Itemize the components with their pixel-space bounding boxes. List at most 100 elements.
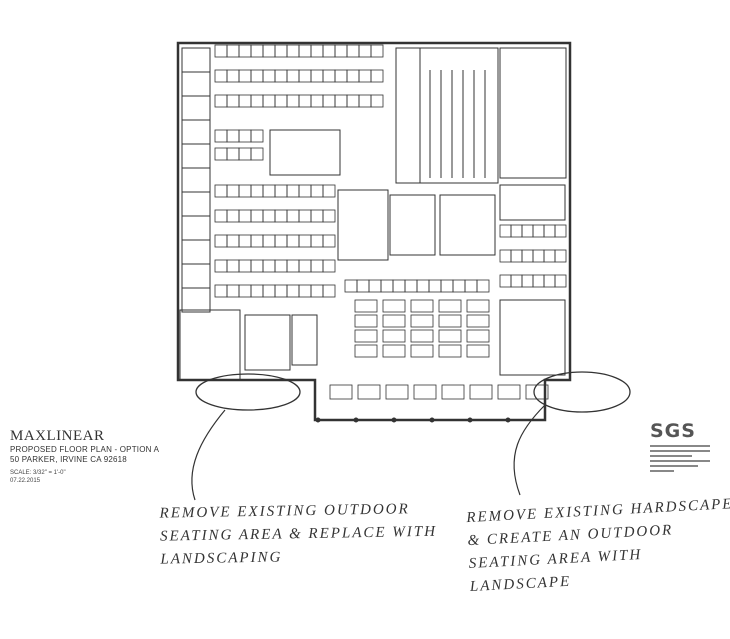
cubicle (286, 234, 300, 248)
cubicle (226, 209, 240, 223)
handwritten-note-right: Remove Existing Hardscape & Create an Ou… (465, 496, 730, 596)
scale: SCALE: 3/32" = 1'-0" (10, 470, 66, 476)
handwritten-note-left: Remove Existing Outdoor Seating Area & R… (159, 501, 438, 568)
cubicle (358, 94, 372, 108)
cubicle (356, 279, 370, 293)
cubicle (499, 274, 512, 288)
column (429, 417, 435, 423)
cubicle (298, 259, 312, 273)
cubicle (250, 69, 264, 83)
cubicle (214, 147, 228, 161)
cubicle (532, 274, 545, 288)
cubicle (214, 259, 228, 273)
cubicle (298, 184, 312, 198)
cubicle (521, 249, 534, 263)
cubicle (322, 234, 336, 248)
cubicle (286, 44, 300, 58)
perimeter-office (181, 263, 211, 289)
cubicle (410, 314, 434, 328)
cubicle (214, 69, 228, 83)
cubicle (385, 384, 409, 400)
cubicle (322, 69, 336, 83)
cubicle (226, 94, 240, 108)
cubicle (329, 384, 353, 400)
cubicle (262, 234, 276, 248)
cubicle (346, 94, 360, 108)
cubicle (286, 259, 300, 273)
cubicle (238, 209, 252, 223)
address: 50 PARKER, IRVINE CA 92618 (10, 455, 127, 464)
cubicle (416, 279, 430, 293)
cubicle (226, 129, 240, 143)
cubicle (310, 69, 324, 83)
cubicle (238, 184, 252, 198)
cubicle (440, 279, 454, 293)
cubicle (438, 314, 462, 328)
leader-line-left (191, 409, 226, 501)
perimeter-office (181, 215, 211, 241)
cubicle (262, 259, 276, 273)
cubicle (510, 249, 523, 263)
perimeter-office (181, 239, 211, 265)
perimeter-office (181, 47, 211, 73)
cubicle (238, 284, 252, 298)
cubicle (532, 249, 545, 263)
cubicle (521, 274, 534, 288)
cubicle (310, 209, 324, 223)
cubicle (476, 279, 490, 293)
perimeter-office (181, 143, 211, 169)
cubicle (286, 69, 300, 83)
cubicle (214, 284, 228, 298)
cubicle (466, 344, 490, 358)
cubicle (334, 94, 348, 108)
cubicle (214, 184, 228, 198)
cubicle (250, 234, 264, 248)
cubicle (274, 234, 288, 248)
cubicle (346, 44, 360, 58)
cubicle (214, 44, 228, 58)
cubicle (334, 69, 348, 83)
architect-info (650, 445, 710, 472)
cubicle (322, 184, 336, 198)
cubicle (497, 384, 521, 400)
plan-title: PROPOSED FLOOR PLAN - OPTION A (10, 445, 160, 454)
cubicle (382, 299, 406, 313)
cubicle (298, 234, 312, 248)
cubicle (428, 279, 442, 293)
office (499, 184, 566, 221)
cubicle (322, 284, 336, 298)
column (353, 417, 359, 423)
cubicle (310, 94, 324, 108)
cubicle (274, 209, 288, 223)
cubicle (322, 209, 336, 223)
cubicle (404, 279, 418, 293)
cubicle (382, 344, 406, 358)
cubicle (238, 147, 252, 161)
lab-area (419, 47, 499, 184)
column (391, 417, 397, 423)
leader-line-right (513, 404, 546, 496)
cubicle (358, 69, 372, 83)
cubicle (392, 279, 406, 293)
meeting-room (337, 189, 389, 261)
cubicle (226, 284, 240, 298)
date: 07.22.2015 (10, 478, 41, 484)
cubicle (438, 299, 462, 313)
cubicle (510, 274, 523, 288)
cubicle (357, 384, 381, 400)
cubicle (274, 184, 288, 198)
cubicle (226, 69, 240, 83)
outdoor-seating-oval-left (195, 373, 301, 411)
cubicle (262, 284, 276, 298)
break-room (499, 299, 566, 376)
cubicle (238, 259, 252, 273)
cubicle (262, 209, 276, 223)
cubicle (274, 284, 288, 298)
cubicle (354, 314, 378, 328)
column (315, 417, 321, 423)
cubicle (499, 224, 512, 238)
cubicle (274, 69, 288, 83)
cubicle (286, 94, 300, 108)
perimeter-office (181, 95, 211, 121)
cubicle (410, 299, 434, 313)
